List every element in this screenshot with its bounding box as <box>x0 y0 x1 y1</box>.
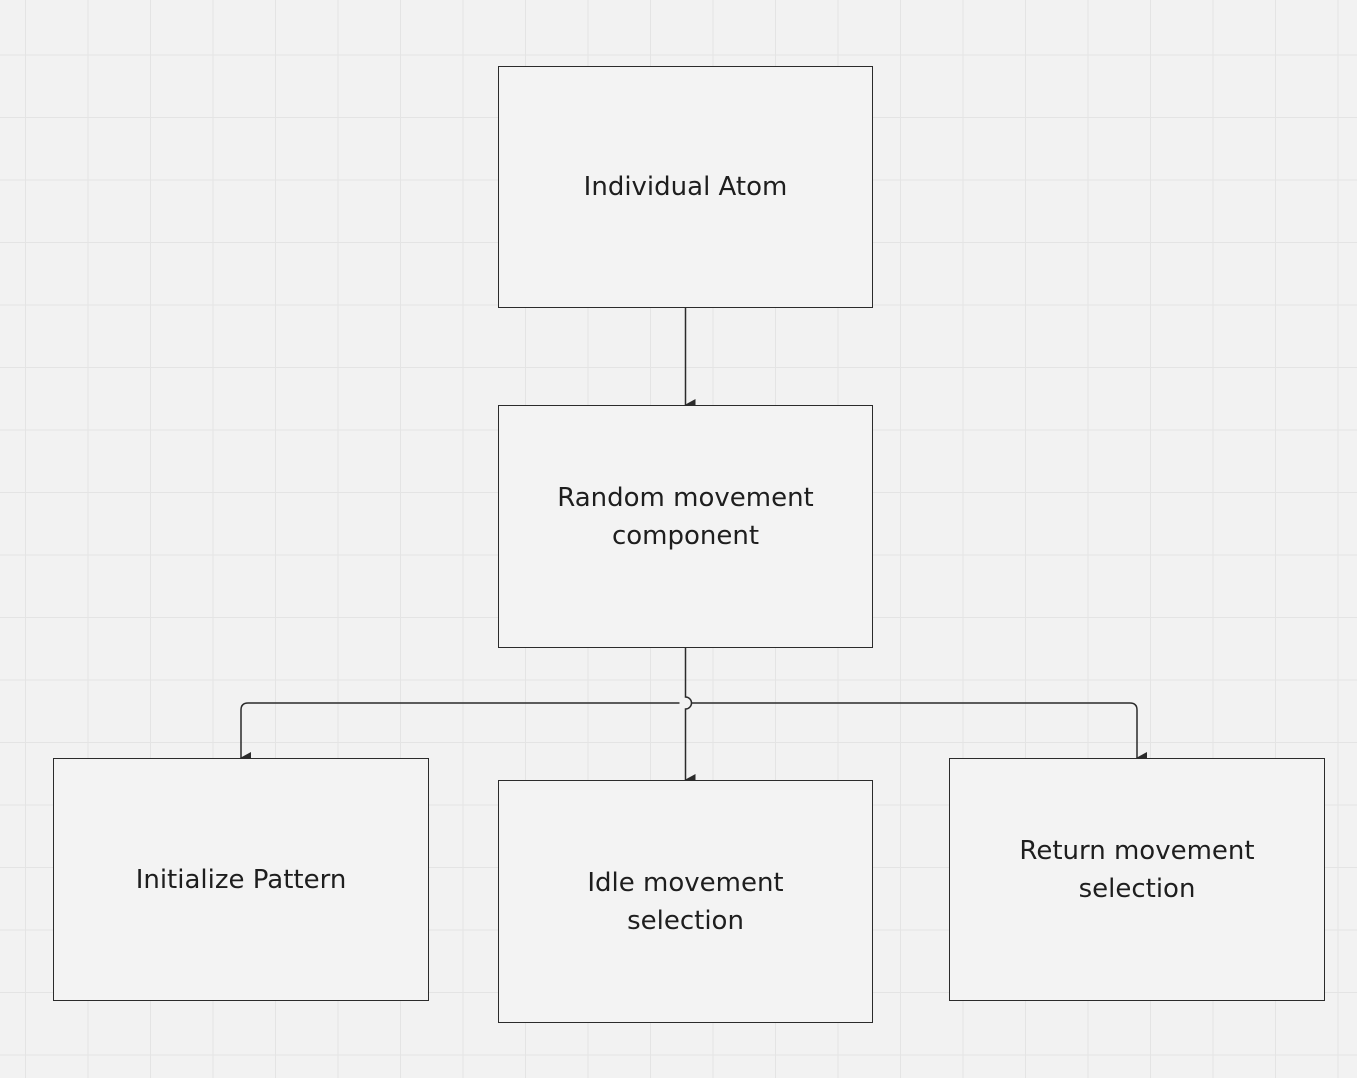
edge-random-to-init <box>240 702 680 764</box>
node-individual-atom[interactable]: Individual Atom <box>498 66 873 308</box>
node-random-movement-component-label: Random movement component <box>557 482 814 551</box>
node-individual-atom-label: Individual Atom <box>583 172 788 202</box>
edge-random-to-idle <box>684 648 696 786</box>
node-return-movement-selection[interactable]: Return movement selection <box>949 758 1325 1001</box>
node-initialize-pattern[interactable]: Initialize Pattern <box>53 758 429 1001</box>
node-initialize-pattern-label: Initialize Pattern <box>135 864 347 895</box>
node-random-movement-component[interactable]: Random movement component <box>498 405 873 648</box>
edge-random-to-return <box>691 702 1147 764</box>
node-return-movement-selection-label: Return movement selection <box>1019 835 1255 904</box>
node-idle-movement-selection-label: Idle movement selection <box>587 867 784 936</box>
node-idle-movement-selection[interactable]: Idle movement selection <box>498 780 873 1023</box>
